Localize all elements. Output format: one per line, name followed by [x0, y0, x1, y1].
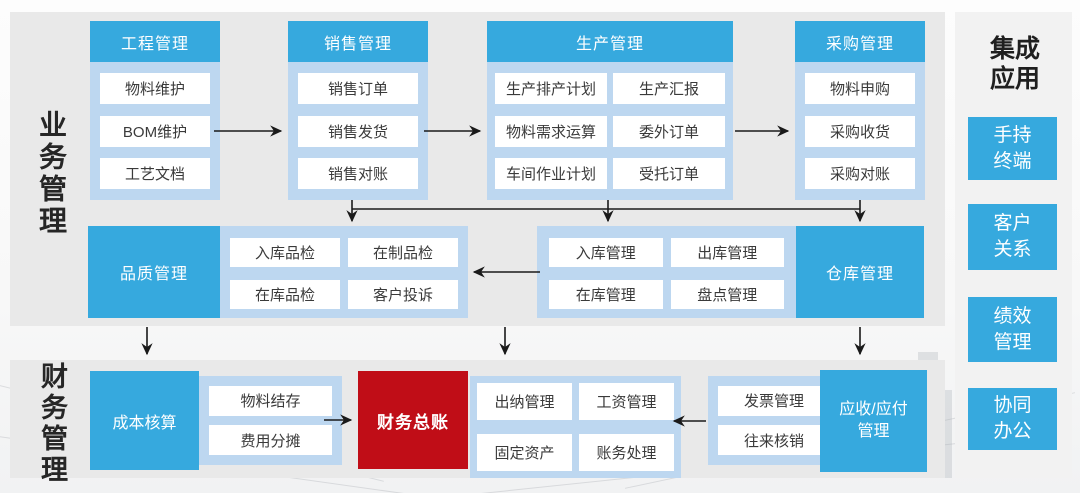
module-item: 入库品检	[230, 238, 340, 267]
module-item: 生产汇报	[613, 73, 725, 105]
engineering-header: 工程管理	[90, 21, 220, 62]
sales-header: 销售管理	[288, 21, 428, 62]
module-item: 往来核销	[718, 425, 830, 456]
module-item: 物料结存	[209, 385, 332, 416]
module-item: 出库管理	[670, 238, 784, 267]
module-item: 物料需求运算	[495, 115, 607, 147]
module-item: 固定资产	[477, 434, 572, 471]
module-item: 物料维护	[100, 73, 210, 105]
module-item: 入库管理	[549, 238, 663, 267]
warehouse-label: 仓库管理	[796, 226, 924, 318]
app-performance-mgmt: 绩效管理	[968, 297, 1057, 362]
quality-label: 品质管理	[88, 226, 220, 318]
production-column: 生产管理 生产排产计划 生产汇报 物料需求运算 委外订单 车间作业计划 受托订单	[487, 21, 733, 200]
general-ledger-box: 财务总账	[358, 371, 468, 469]
module-item: 工资管理	[579, 383, 674, 420]
module-item: 费用分摊	[209, 425, 332, 456]
procurement-header: 采购管理	[795, 21, 925, 62]
module-item: 销售订单	[298, 73, 418, 105]
ledger-items-group: 出纳管理 工资管理 固定资产 账务处理	[470, 376, 681, 478]
app-customer-relations: 客户关系	[968, 204, 1057, 270]
invoice-items-group: 发票管理 往来核销	[708, 376, 840, 465]
module-item: 出纳管理	[477, 383, 572, 420]
module-item: 账务处理	[579, 434, 674, 471]
module-item: 车间作业计划	[495, 157, 607, 189]
module-item: 客户投诉	[348, 280, 458, 309]
finance-section-label: 财务管理	[37, 362, 67, 486]
module-item: 销售对账	[298, 157, 418, 189]
module-item: 发票管理	[718, 385, 830, 416]
warehouse-group: 入库管理 出库管理 在库管理 盘点管理 仓库管理	[537, 226, 924, 318]
module-item: BOM维护	[100, 115, 210, 147]
integration-title: 集成应用	[989, 35, 1040, 93]
app-handheld-terminal: 手持终端	[968, 117, 1057, 180]
sales-column: 销售管理 销售订单 销售发货 销售对账	[288, 21, 428, 200]
module-item: 在库管理	[549, 280, 663, 309]
module-item: 物料申购	[805, 73, 915, 105]
module-item: 生产排产计划	[495, 73, 607, 105]
module-item: 在库品检	[230, 280, 340, 309]
app-collaboration: 协同办公	[968, 388, 1057, 450]
cost-accounting-box: 成本核算	[90, 371, 199, 470]
module-item: 采购收货	[805, 115, 915, 147]
business-section-label: 业务管理	[36, 110, 67, 238]
receivable-payable-box: 应收/应付管理	[820, 370, 927, 472]
engineering-column: 工程管理 物料维护 BOM维护 工艺文档	[90, 21, 220, 200]
module-item: 采购对账	[805, 157, 915, 189]
module-item: 委外订单	[613, 115, 725, 147]
production-header: 生产管理	[487, 21, 733, 62]
cost-items-group: 物料结存 费用分摊	[199, 376, 342, 465]
module-item: 在制品检	[348, 238, 458, 267]
module-item: 盘点管理	[670, 280, 784, 309]
module-item: 工艺文档	[100, 157, 210, 189]
module-item: 销售发货	[298, 115, 418, 147]
skyline	[942, 390, 952, 478]
module-item: 受托订单	[613, 157, 725, 189]
procurement-column: 采购管理 物料申购 采购收货 采购对账	[795, 21, 925, 200]
quality-group: 品质管理 入库品检 在制品检 在库品检 客户投诉	[88, 226, 468, 318]
